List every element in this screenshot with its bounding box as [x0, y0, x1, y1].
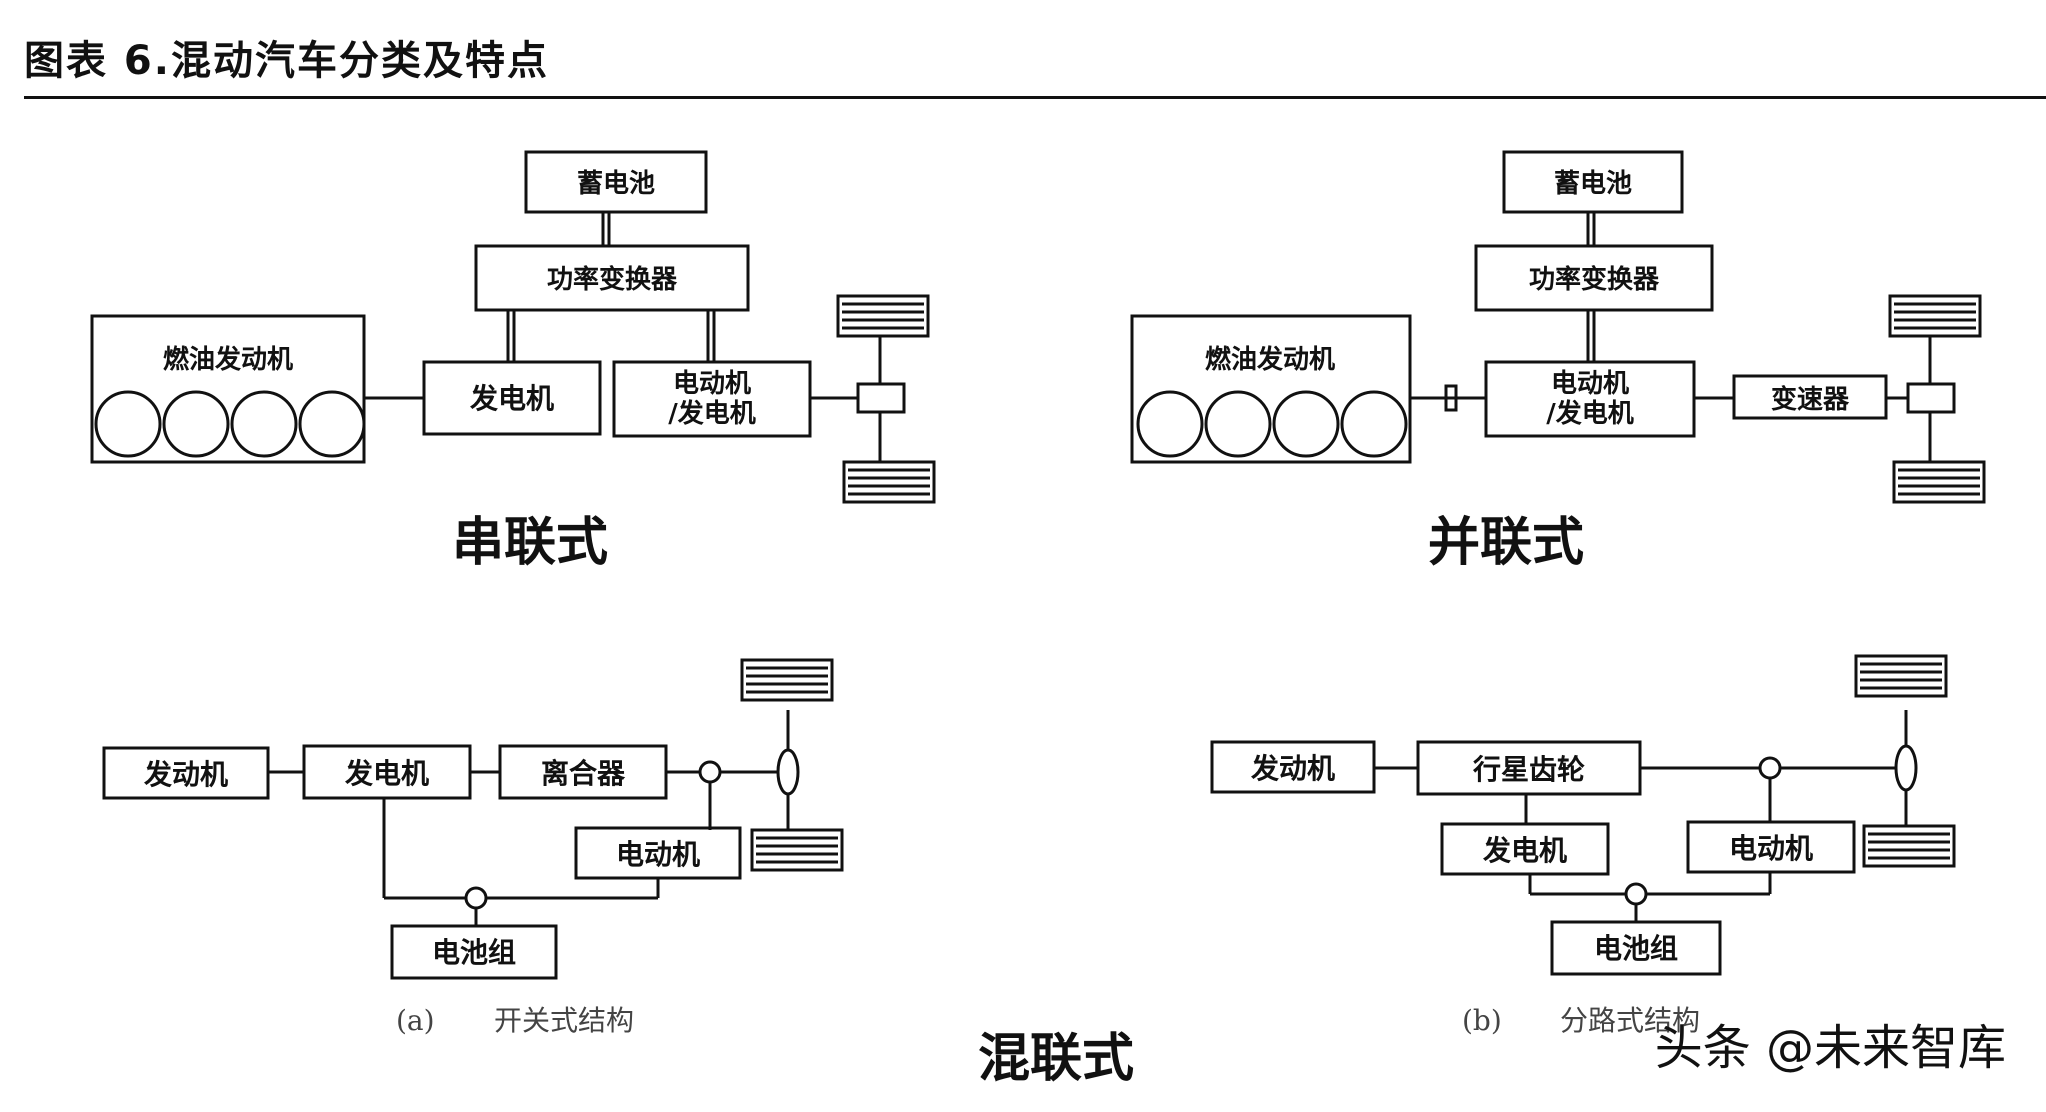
parallel-gearbox-label: 变速器 — [1771, 384, 1850, 415]
series-cylinder — [298, 390, 366, 458]
switch-caption-text: 开关式结构 — [494, 1004, 634, 1037]
parallel-engine-box — [1130, 314, 1412, 464]
split-generator-box — [1440, 822, 1610, 876]
series-differential — [856, 382, 906, 414]
parallel-cylinder — [1204, 390, 1272, 458]
parallel-cylinder — [1272, 390, 1340, 458]
switch-engine-label: 发动机 — [143, 758, 228, 791]
page-title: 图表 6.混动汽车分类及特点 — [24, 38, 549, 84]
series-motor-label-2: /发电机 — [668, 398, 756, 429]
switch-wheel-top — [740, 658, 834, 702]
series-motor-label-1: 电动机 — [673, 369, 751, 399]
switch-battery-label: 电池组 — [432, 936, 516, 969]
split-planetary-label: 行星齿轮 — [1472, 753, 1585, 786]
series-cylinder — [162, 390, 230, 458]
parallel-wheel-bottom — [1892, 460, 1986, 504]
series-generator-label: 发电机 — [469, 382, 554, 415]
hybrid-title: 混联式 — [978, 1029, 1134, 1089]
series-title: 串联式 — [452, 513, 608, 573]
series-engine-label: 燃油发动机 — [163, 344, 293, 375]
series-battery-box — [524, 150, 708, 214]
split-wheel-top — [1854, 654, 1948, 698]
switch-wheel-bottom — [750, 828, 844, 872]
watermark: 头条 @未来智库 — [1654, 1020, 2006, 1076]
switch-generator-label: 发电机 — [344, 757, 429, 790]
parallel-cylinder — [1136, 390, 1204, 458]
parallel-coupling — [1444, 384, 1458, 412]
series-converter-box — [474, 244, 750, 312]
switch-clutch-label: 离合器 — [541, 757, 626, 790]
series-wheel-bottom — [842, 460, 936, 504]
parallel-title: 并联式 — [1428, 513, 1584, 573]
split-battery-joint — [1624, 882, 1648, 906]
parallel-converter-label: 功率变换器 — [1529, 264, 1660, 295]
series-generator-box — [422, 360, 602, 436]
parallel-cylinder — [1340, 390, 1408, 458]
parallel-motor-label-1: 电动机 — [1551, 369, 1629, 399]
series-diagram — [90, 150, 906, 464]
series-wheel-top — [836, 294, 930, 338]
series-battery-label: 蓄电池 — [577, 169, 655, 199]
split-engine-label: 发动机 — [1250, 752, 1335, 785]
parallel-differential — [1906, 382, 1956, 414]
switch-battery-box — [390, 924, 558, 980]
series-cylinder — [94, 390, 162, 458]
split-wheel-bottom — [1862, 824, 1956, 868]
hybrid-switch-diagram — [102, 710, 800, 980]
switch-motor-label: 电动机 — [616, 838, 700, 871]
split-axle-joint — [1894, 744, 1918, 792]
parallel-battery-label: 蓄电池 — [1554, 169, 1632, 199]
series-converter-label: 功率变换器 — [547, 264, 678, 295]
split-motor-label: 电动机 — [1729, 832, 1813, 865]
series-engine-box — [90, 314, 366, 464]
switch-joint — [698, 760, 722, 784]
split-caption-text: 分路式结构 — [1560, 1004, 1700, 1037]
switch-caption-letter: (a) — [396, 1004, 435, 1037]
switch-axle-joint — [776, 748, 800, 796]
parallel-motor-label-2: /发电机 — [1546, 398, 1634, 429]
series-cylinder — [230, 390, 298, 458]
hybrid-split-diagram — [1210, 710, 1918, 976]
switch-battery-joint — [464, 886, 488, 910]
split-caption-letter: (b) — [1462, 1004, 1502, 1037]
split-generator-label: 发电机 — [1482, 834, 1567, 867]
split-battery-box — [1550, 920, 1722, 976]
parallel-diagram — [1130, 150, 1956, 464]
split-joint — [1758, 756, 1782, 780]
parallel-engine-label: 燃油发动机 — [1205, 344, 1335, 375]
title-rule — [24, 96, 2046, 99]
parallel-wheel-top — [1888, 294, 1982, 338]
split-battery-label: 电池组 — [1594, 932, 1678, 965]
